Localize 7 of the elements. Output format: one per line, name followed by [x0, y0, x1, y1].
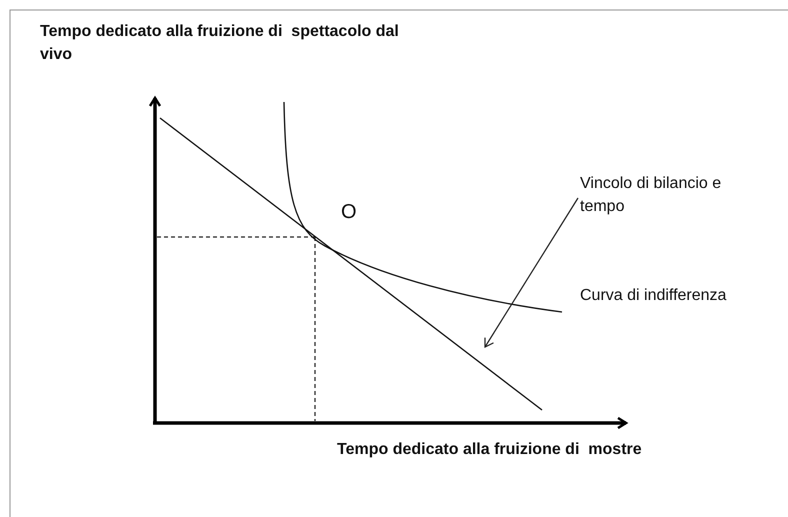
budget-line — [160, 117, 542, 411]
axis-title: Tempo dedicato alla fruizione di spettacolo dal vivo — [40, 22, 400, 66]
point-label: O — [341, 200, 358, 225]
curve-label: Curva di indifferenza — [580, 286, 728, 306]
axis-title: Tempo dedicato alla fruizione di mostre — [337, 440, 643, 460]
callout-text: Vincolo di bilancio e tempo — [580, 172, 760, 218]
leader-arrow — [484, 198, 578, 348]
